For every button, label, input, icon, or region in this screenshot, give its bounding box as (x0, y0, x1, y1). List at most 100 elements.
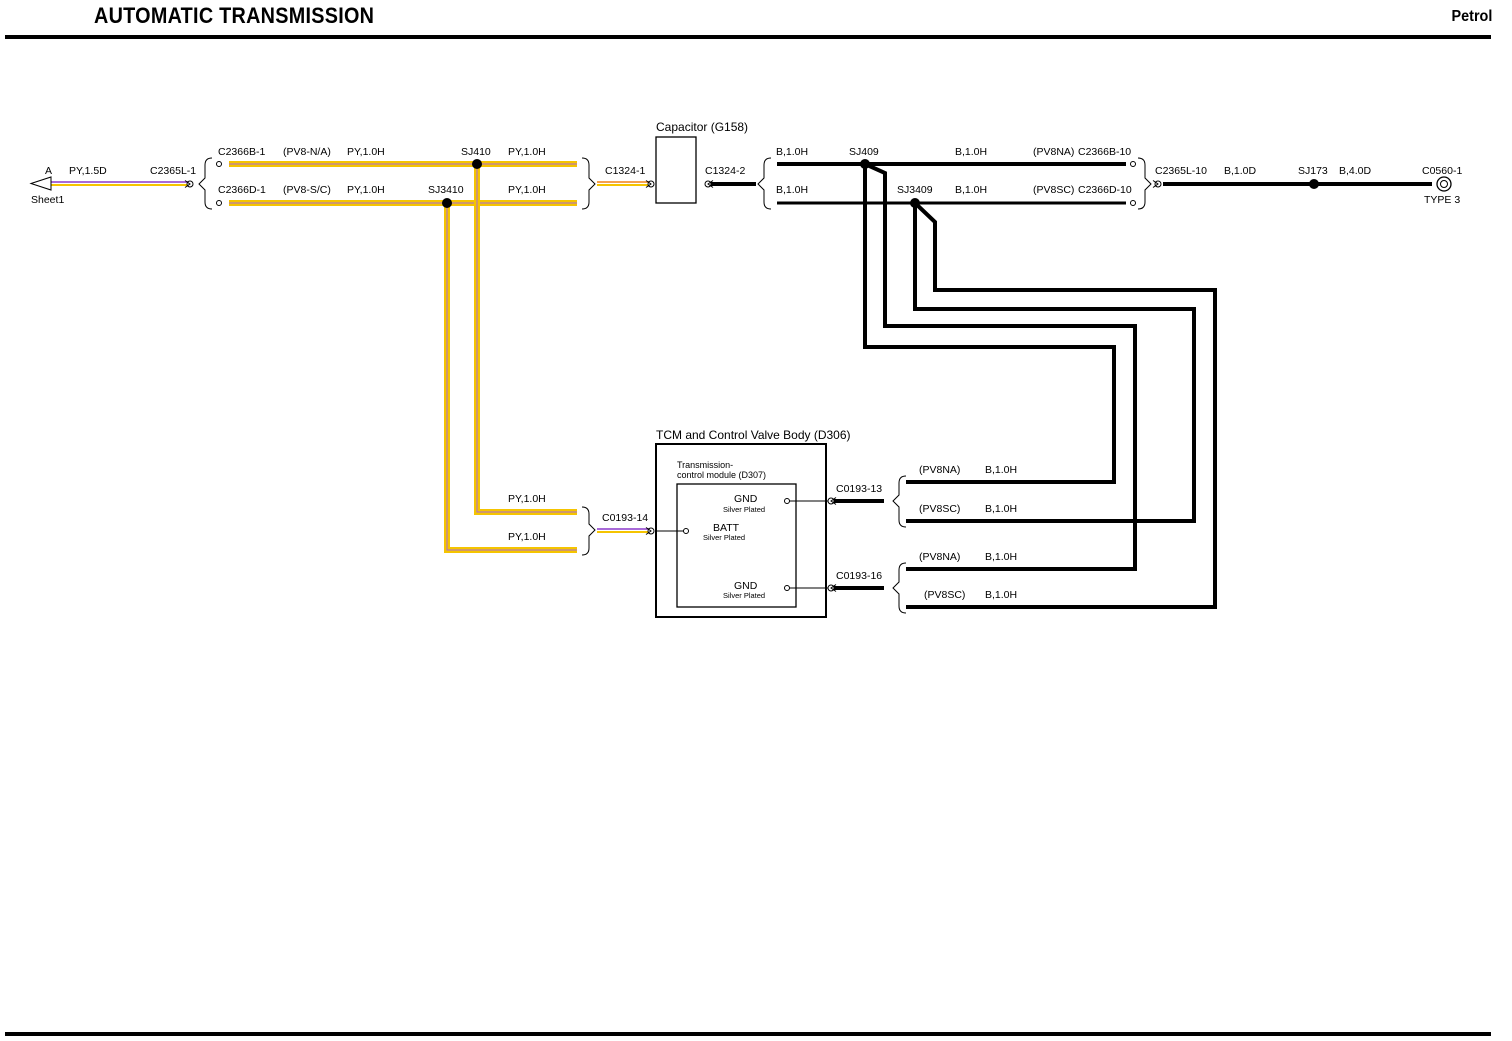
wire-label-batt-1: PY,1.0H (508, 493, 546, 505)
variant-label-gnd1-b: (PV8SC) (919, 503, 960, 515)
ground-type-label: TYPE 3 (1424, 194, 1460, 206)
connector-label-c2365l-1: C2365L-1 (150, 165, 196, 177)
connector-label-c0193-16: C0193-16 (836, 570, 882, 582)
pin-c0193-13[interactable] (827, 497, 837, 505)
connector-label-c2365l-10: C2365L-10 (1155, 165, 1207, 177)
variant-label-gnd1-a: (PV8NA) (919, 464, 960, 476)
brace-c0193-14 (581, 506, 596, 556)
b-wiring (708, 162, 1432, 609)
pin-c2366d-10[interactable] (1130, 200, 1136, 206)
page-title: AUTOMATIC TRANSMISSION (94, 3, 375, 28)
variant-label-gnd2-a: (PV8NA) (919, 551, 960, 563)
pin-c2365l-10[interactable] (1152, 180, 1162, 188)
b-wire-sj3409-loop-2[interactable] (906, 201, 1217, 609)
py-wire-feed[interactable] (42, 181, 189, 186)
pin-c0193-16[interactable] (827, 584, 837, 592)
brace-c2366-10 (1137, 157, 1152, 210)
wire-label-top-right-b: B,1.0H (955, 146, 987, 158)
wire-label-gnd1-a: B,1.0H (985, 464, 1017, 476)
py-wiring (42, 161, 649, 553)
b-wire-sj409-loop-2[interactable] (864, 162, 1137, 571)
connector-label-c2366d-10: C2366D-10 (1078, 184, 1132, 196)
wire-label-bottom-left-b: PY,1.0H (508, 184, 546, 196)
splice-sj409[interactable] (860, 159, 870, 169)
splice-sj3410[interactable] (442, 198, 452, 208)
py-wire-c1324-1[interactable] (597, 181, 649, 186)
wire-label-ground-b: B,4.0D (1339, 165, 1372, 177)
wire-label-top-left-b: PY,1.0H (508, 146, 546, 158)
splice-sj173[interactable] (1309, 179, 1319, 189)
capacitor-body[interactable] (655, 136, 697, 204)
tcm-gnd2-pin[interactable] (784, 585, 790, 591)
brace-c2365l-1 (198, 157, 213, 210)
tcm-pin-sub-batt: Silver Plated (703, 533, 745, 542)
wire-label-gnd2-a: B,1.0H (985, 551, 1017, 563)
py-wire-sj3410-branch[interactable] (444, 203, 577, 553)
wire-label-bottom-left-a: PY,1.0H (347, 184, 385, 196)
connector-label-c2366b-1: C2366B-1 (218, 146, 265, 158)
tcm-batt-pin[interactable] (683, 528, 689, 534)
tcm-pin-label-gnd2: GND (734, 580, 758, 592)
tcm-pin-label-gnd1: GND (734, 493, 758, 505)
splice-label-sj3410: SJ3410 (428, 184, 464, 196)
wire-label-feed: PY,1.5D (69, 165, 107, 177)
splice-label-sj410: SJ410 (461, 146, 491, 158)
wire-label-bottom-right-b: B,1.0H (955, 184, 987, 196)
capacitor-title: Capacitor (G158) (656, 120, 748, 134)
connector-label-c0193-14: C0193-14 (602, 512, 648, 524)
tcm-module-title-2: control module (D307) (677, 470, 766, 480)
pin-c2366d-1[interactable] (216, 200, 222, 206)
splice-label-sj173: SJ173 (1298, 165, 1328, 177)
tcm-module-title-1: Transmission- (677, 460, 733, 470)
pin-c2366b-10[interactable] (1130, 161, 1136, 167)
wire-label-batt-2: PY,1.0H (508, 531, 546, 543)
splice-sj410[interactable] (472, 159, 482, 169)
brace-c0193-16 (892, 562, 907, 614)
connector-braces (198, 157, 1152, 614)
tcm-pin-sub-gnd1: Silver Plated (723, 505, 765, 514)
brace-c1324-2 (757, 157, 772, 210)
labels: A PY,1.5D Sheet1 C2365L-1 C2366B-1 (PV8-… (31, 120, 1462, 601)
variant-label-bottom-left: (PV8-S/C) (283, 184, 331, 196)
tcm-pin-sub-gnd2: Silver Plated (723, 591, 765, 600)
variant-label-top-right: (PV8NA) (1033, 146, 1074, 158)
variant-label-gnd2-b: (PV8SC) (924, 589, 965, 601)
connector-label-c0193-13: C0193-13 (836, 483, 882, 495)
variant-label-bottom-right: (PV8SC) (1033, 184, 1074, 196)
splice-sj3409[interactable] (910, 198, 920, 208)
splice-label-sj409: SJ409 (849, 146, 879, 158)
wire-label-gnd2-b: B,1.0H (985, 589, 1017, 601)
sheet-ref: Sheet1 (31, 194, 64, 206)
wire-label-ground-a: B,1.0D (1224, 165, 1257, 177)
sheet-letter: A (45, 165, 52, 177)
connector-label-c1324-1: C1324-1 (605, 165, 645, 177)
b-wire-sj409-loop-1[interactable] (863, 164, 1116, 484)
sheet-link-arrow-icon[interactable] (29, 176, 52, 191)
wire-label-gnd1-b: B,1.0H (985, 503, 1017, 515)
footer-rule (5, 1032, 1491, 1036)
variant-label-top-left: (PV8-N/A) (283, 146, 331, 158)
splices (442, 159, 1319, 208)
pin-terminals (184, 161, 1162, 592)
tcm-internal-pins (655, 498, 828, 591)
engine-variant-label: Petrol (1451, 8, 1492, 25)
brace-c1324-1 (581, 157, 596, 210)
tcm-pin-label-batt: BATT (713, 522, 740, 534)
ground-eyelet-icon[interactable] (1436, 176, 1452, 192)
wire-label-top-right-a: B,1.0H (776, 146, 808, 158)
py-wire-c0193-14[interactable] (597, 528, 649, 533)
pin-c2366b-1[interactable] (216, 161, 222, 167)
connector-label-c2366d-1: C2366D-1 (218, 184, 266, 196)
connector-label-c1324-2: C1324-2 (705, 165, 745, 177)
wire-label-top-left-a: PY,1.0H (347, 146, 385, 158)
tcm-gnd1-pin[interactable] (784, 498, 790, 504)
pin-c1324-2[interactable] (704, 180, 714, 188)
py-wire-sj410-branch[interactable] (474, 164, 577, 515)
tcm-title: TCM and Control Valve Body (D306) (656, 428, 851, 442)
tcm-module-box[interactable] (676, 483, 797, 608)
b-wire-sj3409-loop-1[interactable] (906, 203, 1196, 523)
wire-label-bottom-right-a: B,1.0H (776, 184, 808, 196)
header-rule (5, 35, 1491, 39)
